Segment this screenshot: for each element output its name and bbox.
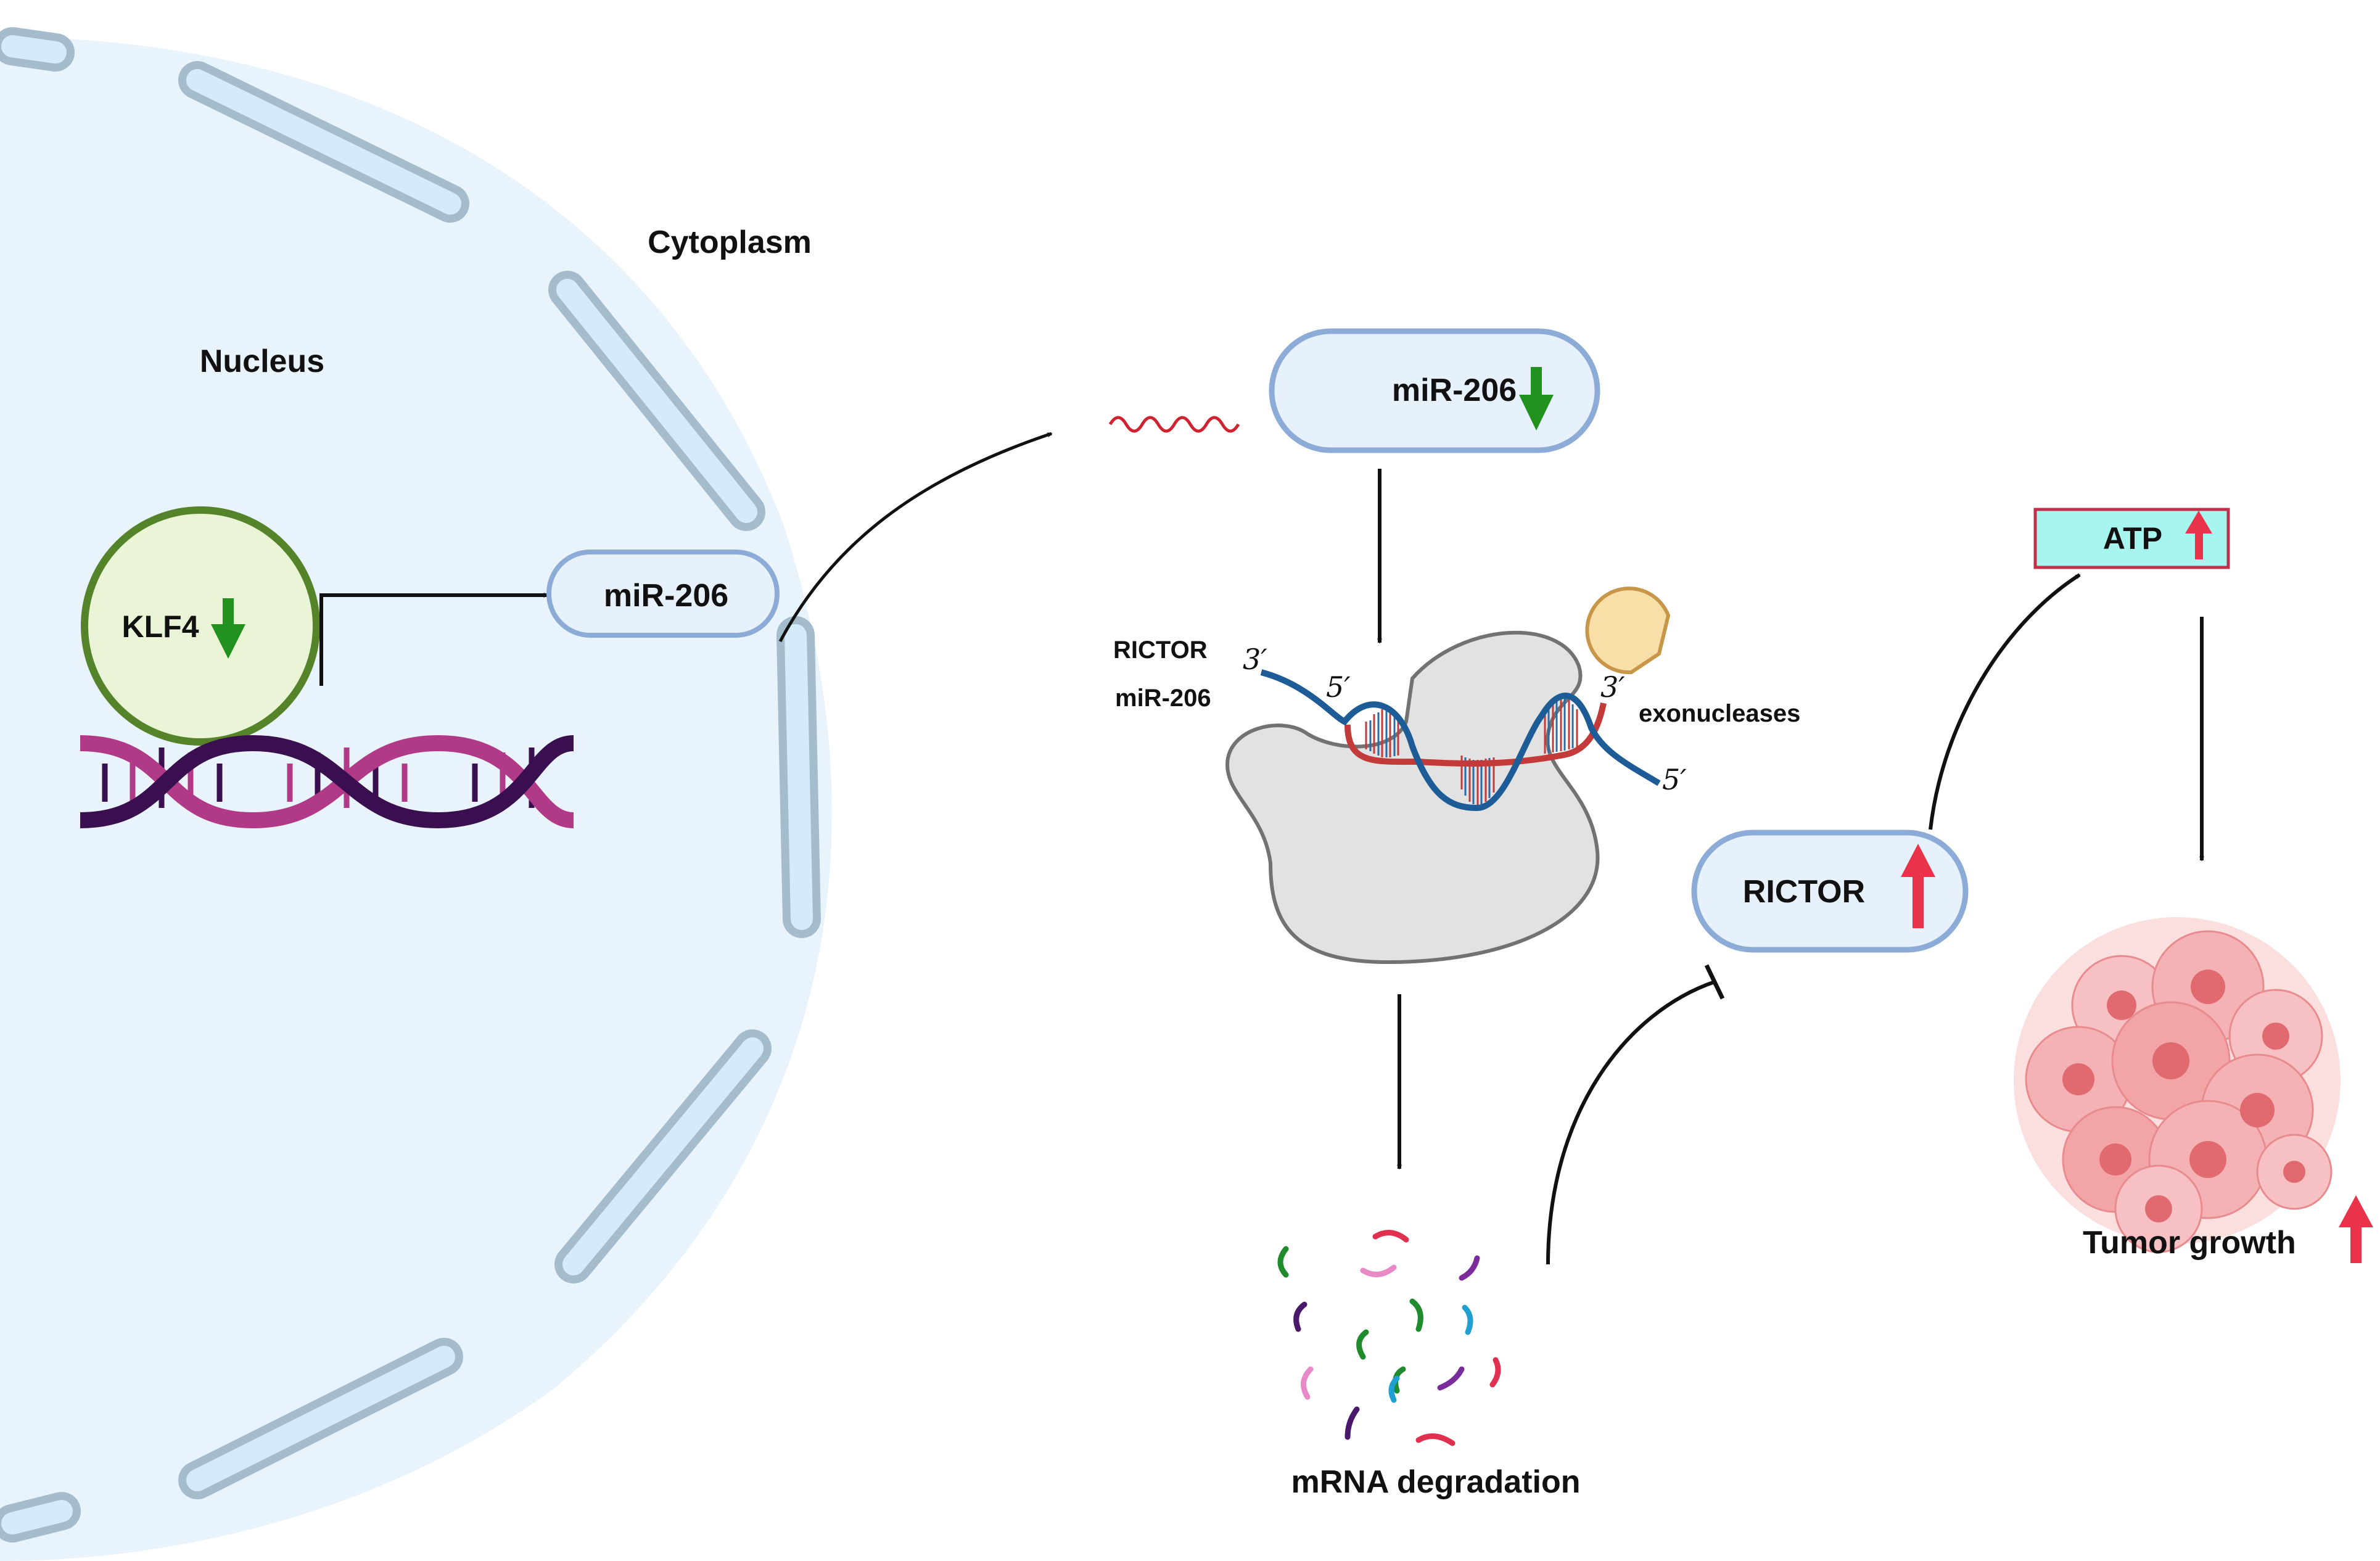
mirna-strand-icon [1108, 416, 1240, 433]
dna-helix-icon [80, 735, 575, 829]
atp-up-arrow-icon [2185, 511, 2212, 559]
mir206-cyto-box [1269, 328, 1600, 453]
rictor-box [1691, 830, 1969, 953]
inhibition-bar [1704, 964, 1725, 1000]
exonuclease-icon [1585, 587, 1671, 675]
exonuclease-label: exonucleases [1639, 700, 1800, 727]
klf4-label: KLF4 [122, 609, 199, 644]
end-3-right: 3′ [1600, 670, 1625, 704]
rictor-label: RICTOR [1743, 874, 1865, 910]
mir206-nucleus-box [546, 550, 780, 638]
end-5-left: 5′ [1326, 670, 1351, 704]
tumor-up-arrow-icon [2339, 1195, 2373, 1263]
rictor-up-arrow-icon [1901, 844, 1935, 928]
export-arrow [778, 432, 1053, 643]
tumor-cells-icon [2014, 917, 2341, 1253]
ago-complex-icon [1225, 630, 1600, 965]
nuclear-envelope [0, 27, 821, 1542]
mrna-fragments-icon [1277, 1230, 1501, 1446]
klf4-down-arrow-icon [211, 598, 245, 659]
mir206-nucleus-label: miR-206 [604, 578, 728, 614]
atp-label: ATP [2103, 521, 2162, 556]
mir206-cyto-label: miR-206 [1392, 373, 1517, 408]
transcription-arrow [319, 593, 549, 686]
inhibition-line [1546, 980, 1715, 1265]
tumor-growth-label: Tumor growth [2083, 1225, 2296, 1261]
end-3-left: 3′ [1243, 643, 1267, 676]
end-5-right: 5′ [1662, 763, 1687, 796]
nucleus-label: Nucleus [200, 344, 324, 379]
rictor-mir206-duplex [1260, 669, 1661, 812]
nucleus-body [0, 37, 832, 1561]
mir206-down-arrow-icon [1519, 367, 1554, 430]
cytoplasm-label: Cytoplasm [648, 224, 812, 260]
klf4-circle [81, 506, 320, 746]
rictor-strand-label: RICTOR [1113, 636, 1208, 664]
mir206-strand-label: miR-206 [1115, 685, 1211, 712]
arrow-to-atp [1929, 573, 2081, 830]
degradation-label: mRNA degradation [1291, 1464, 1581, 1500]
